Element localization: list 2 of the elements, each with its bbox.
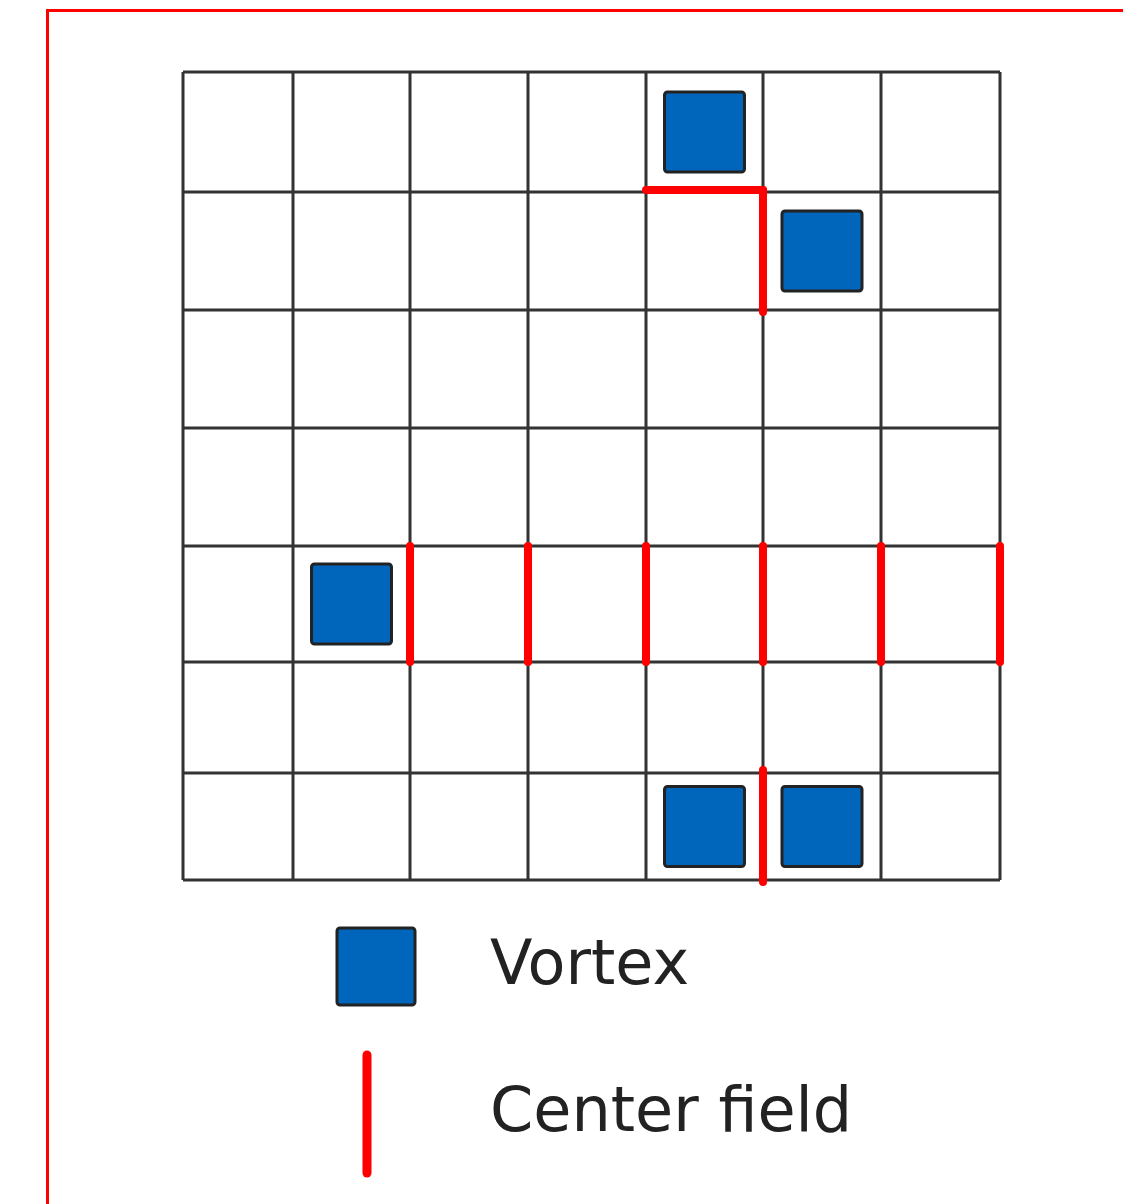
legend-label: Vortex xyxy=(490,932,690,994)
legend-label: Center field xyxy=(490,1079,853,1141)
